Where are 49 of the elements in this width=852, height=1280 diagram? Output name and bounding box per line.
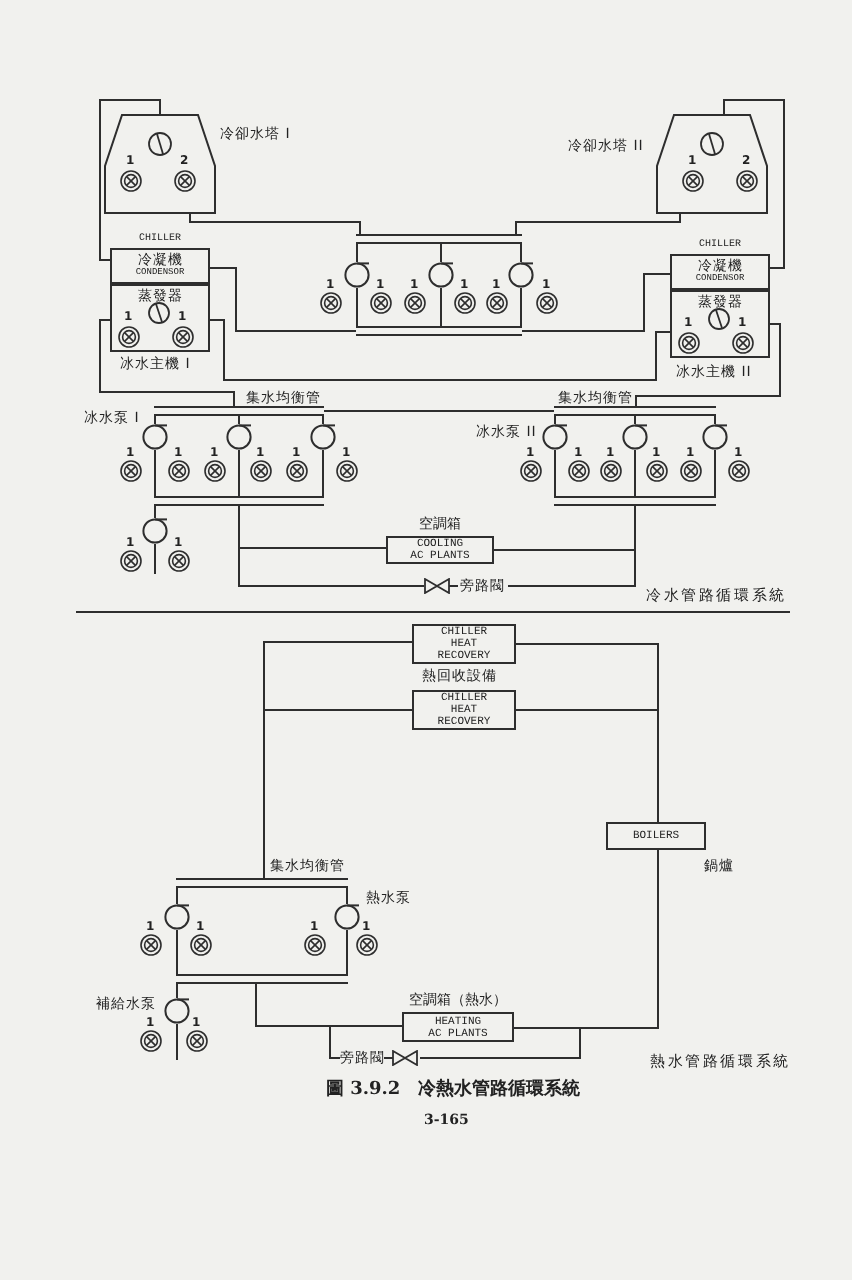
pipe-line [322,415,324,425]
pipe-line [209,319,671,381]
pipe-line [238,415,240,425]
pipe-line [634,449,636,497]
pipe-line [189,213,361,235]
pipe-line [99,319,235,407]
header-pipe [176,974,348,984]
header-pipe [154,406,324,416]
pipe-line [356,243,358,263]
pipe-line [209,267,357,332]
pipe-line [238,505,425,587]
pipe-line [515,709,659,823]
header-pipe [554,496,716,506]
pipe-line [419,849,659,1059]
header-pipe [176,878,348,888]
pipe-line [263,709,413,879]
pipe-line [323,410,555,412]
pipe-line [154,415,156,425]
pipe-line [507,505,636,587]
pipe-line [99,99,161,261]
header-pipe [356,234,522,244]
pipe-line [520,243,522,263]
pipe-line [176,929,178,975]
pipe-line [176,983,178,999]
header-pipe [554,406,716,416]
pipe-line [440,243,442,263]
pipe-line [238,449,240,497]
pipe-line [554,449,556,497]
pipe-line [440,287,442,327]
pipe-line [634,415,636,425]
pipe-line [635,323,781,407]
pipe-line [554,415,556,425]
pipe-line [714,415,716,425]
pipe-line [176,887,178,905]
pipe-line [714,449,716,497]
pipe-line [346,887,348,905]
pipe-line [520,287,522,327]
header-pipe [154,496,324,506]
pipe-line [515,213,681,235]
pipe-line [322,449,324,497]
pipe-line [521,273,671,332]
header-pipe [356,326,522,336]
pipe-line [154,505,156,519]
pipe-line [255,983,341,1059]
pipe-line [723,99,785,269]
pipe-line [154,449,156,497]
pipe-line [346,929,348,975]
figure-caption: 圖 3.9.2 冷熱水管路循環系統 [326,1080,581,1102]
pipe-line [356,287,358,327]
